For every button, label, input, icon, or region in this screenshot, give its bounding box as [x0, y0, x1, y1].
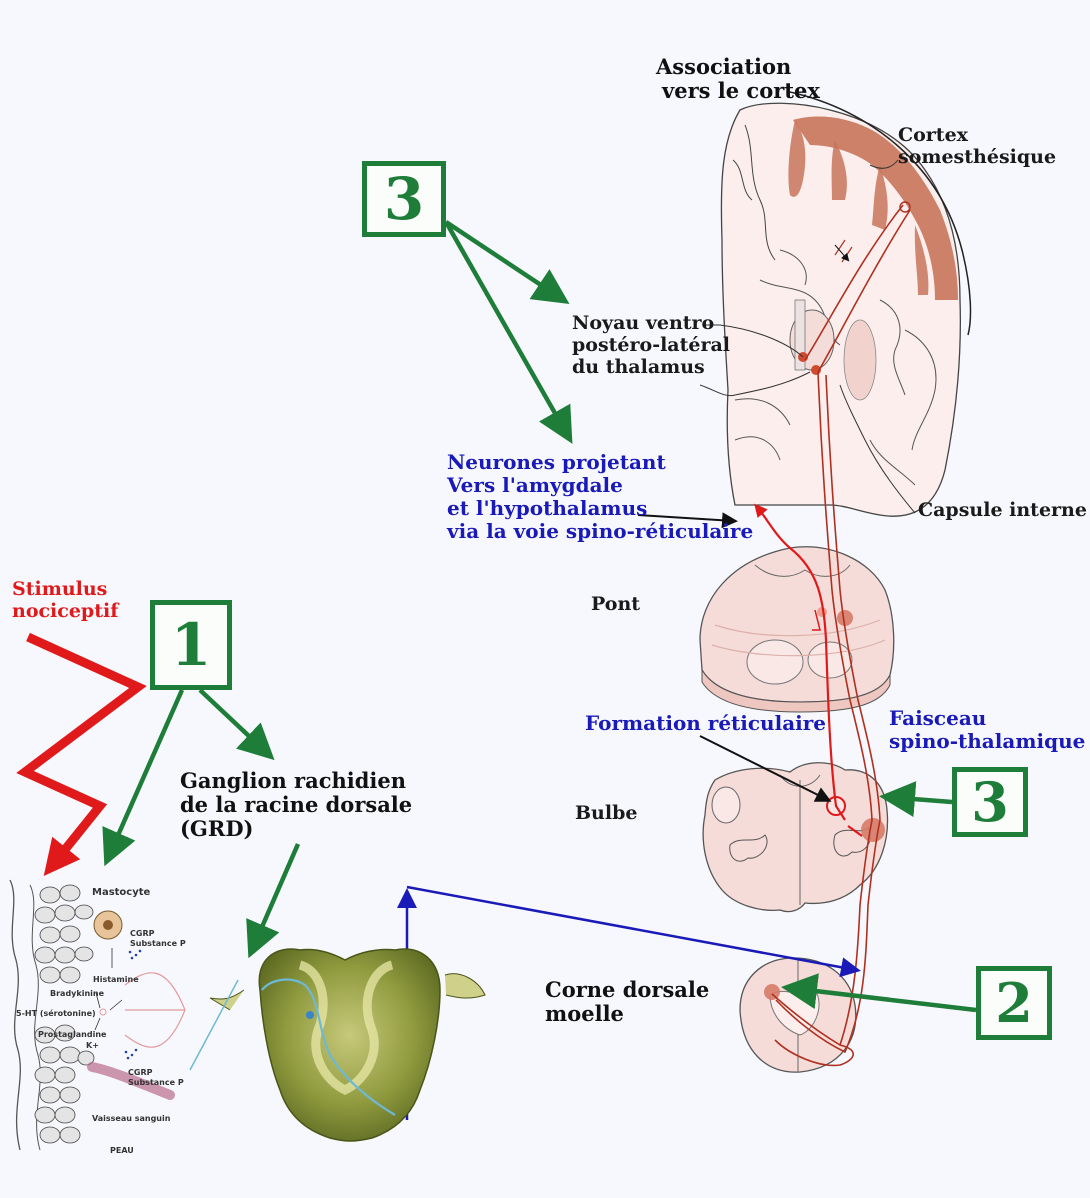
blue-connector-arrow: [406, 885, 861, 978]
label-pont: Pont: [591, 593, 641, 615]
arrow-1-to-ganglion: [198, 688, 275, 761]
stimulus-line-1: Stimulus: [12, 578, 108, 600]
association-line-1: Association: [656, 54, 792, 79]
stimulus-zigzag-arrow: [16, 632, 147, 877]
label-noyau: Noyau ventro postéro-latéral du thalamus: [572, 312, 731, 379]
label-prostaglandine: Prostaglandine: [38, 1030, 107, 1039]
label-peau: PEAU: [110, 1146, 134, 1155]
label-substance-p-top: Substance P: [130, 939, 186, 948]
label-vaisseau: Vaisseau sanguin: [92, 1114, 171, 1123]
label-corne: Corne dorsale moelle: [545, 977, 710, 1027]
ganglion-line-1: Ganglion rachidien: [180, 768, 407, 793]
ganglion-line-2: de la racine dorsale: [180, 792, 413, 818]
neurones-line-1: Neurones projetant: [447, 450, 666, 474]
label-cortex: Cortex somesthésique: [898, 124, 1057, 169]
label-stimulus: Stimulus nociceptif: [12, 578, 119, 623]
stimulus-line-2: nociceptif: [12, 599, 119, 622]
label-mastocyte: Mastocyte: [92, 887, 151, 898]
faisceau-line-2: spino-thalamique: [889, 729, 1086, 753]
arrow-3-to-faisceau: [879, 781, 953, 818]
box-number-1: 1: [150, 600, 232, 690]
neurones-line-3: et l'hypothalamus: [447, 496, 648, 520]
label-ganglion: Ganglion rachidien de la racine dorsale …: [180, 768, 413, 842]
arrow-1-to-skin: [102, 689, 185, 867]
neurones-line-2: Vers l'amygdale: [447, 473, 623, 497]
faisceau-line-1: Faisceau: [889, 706, 987, 730]
spinothalamic-tract: [771, 371, 881, 1067]
label-bulbe: Bulbe: [575, 802, 638, 824]
association-line-2: vers le cortex: [662, 78, 820, 104]
box-number-3-right: 3: [952, 767, 1028, 837]
label-neurones: Neurones projetant Vers l'amygdale et l'…: [447, 451, 753, 543]
label-serotonine: 5-HT (sérotonine): [16, 1009, 96, 1018]
box-number-3-top: 3: [362, 161, 446, 237]
skin-inset: [9, 879, 186, 1151]
neurones-line-4: via la voie spino-réticulaire: [447, 519, 754, 543]
pons-section: [699, 546, 895, 713]
brain-section: [699, 91, 972, 517]
grd-spinal-section: [189, 948, 486, 1142]
arrow-3-to-noyau: [444, 220, 570, 304]
noyau-line-3: du thalamus: [572, 355, 705, 378]
noyau-line-1: Noyau ventro: [572, 312, 715, 334]
label-k-plus: K+: [86, 1041, 99, 1050]
formation-pointer-arrow: [699, 735, 832, 802]
label-cgrp-bottom: CGRP: [128, 1068, 153, 1077]
corne-line-2: moelle: [545, 1001, 624, 1027]
neurones-pointer-arrow: [637, 512, 738, 529]
spinoreticular-arrow: [754, 503, 846, 821]
box-number-2: 2: [976, 966, 1052, 1040]
arrow-ganglion-label: [246, 843, 301, 959]
label-histamine: Histamine: [93, 975, 139, 984]
label-association: Association vers le cortex: [656, 54, 820, 104]
label-faisceau: Faisceau spino-thalamique: [889, 707, 1085, 753]
medulla-section: [702, 762, 889, 913]
cortex-line-1: Cortex: [898, 124, 968, 146]
arrow-2-to-corne: [781, 973, 977, 1013]
noyau-line-2: postéro-latéral: [572, 333, 731, 356]
label-cgrp-top: CGRP: [130, 929, 155, 938]
label-capsule: Capsule interne: [918, 499, 1087, 521]
label-bradykinine: Bradykinine: [50, 989, 105, 998]
label-substance-p-bottom: Substance P: [128, 1078, 184, 1087]
cortex-line-2: somesthésique: [898, 145, 1057, 168]
label-formation: Formation réticulaire: [585, 711, 827, 735]
arrow-3-to-neurones: [444, 220, 573, 444]
corne-line-1: Corne dorsale: [545, 977, 710, 1002]
ganglion-line-3: (GRD): [180, 816, 254, 842]
